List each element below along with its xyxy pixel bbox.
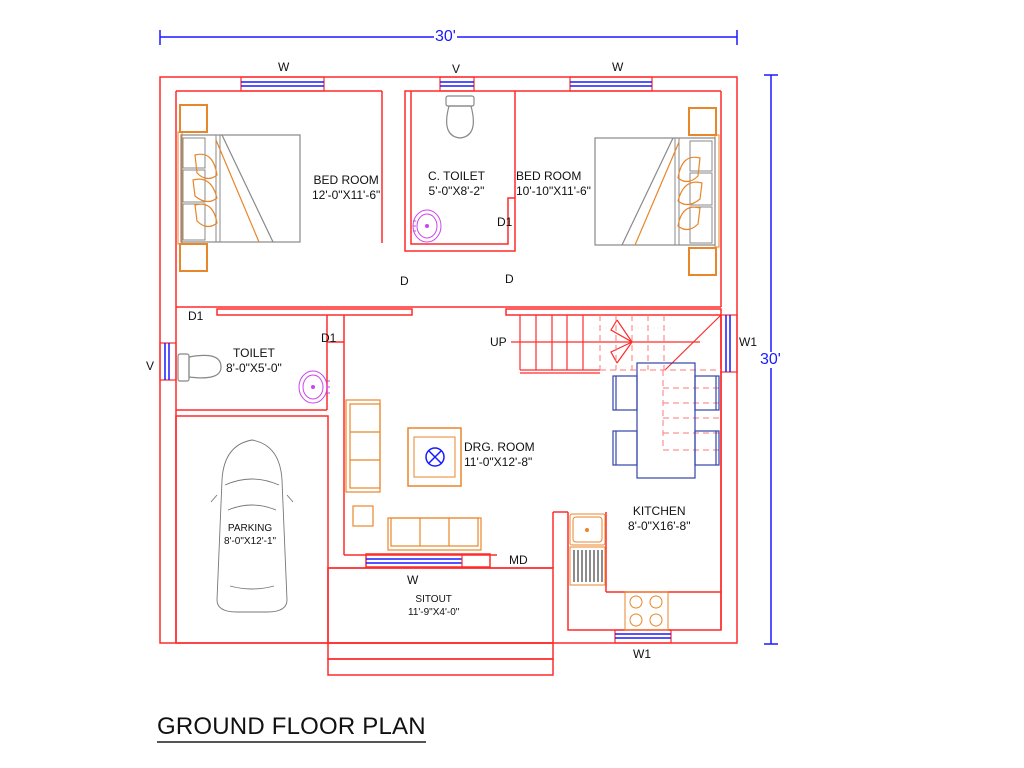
room-name: TOILET — [233, 346, 275, 360]
window-label-top-right: W — [612, 60, 624, 74]
room-label-bedroom-1: BED ROOM 12'-0"X11'-6" — [312, 173, 380, 203]
top-dimension-label: 30' — [434, 28, 457, 45]
walls — [159, 76, 738, 676]
room-name: KITCHEN — [632, 504, 686, 518]
sofa-side — [345, 399, 381, 493]
room-label-c-toilet: C. TOILET 5'-0"X8'-2" — [428, 169, 485, 199]
basin-toilet — [298, 370, 330, 404]
vent-label-left: V — [146, 359, 155, 373]
window-label-top-left: W — [278, 60, 290, 74]
room-label-sitout: SITOUT 11'-9"X4'-0" — [408, 593, 459, 619]
room-name: C. TOILET — [428, 169, 485, 183]
room-name: BED ROOM — [313, 173, 379, 187]
room-label-toilet: TOILET 8'-0"X5'-0" — [226, 346, 282, 376]
wc-toilet — [177, 353, 222, 382]
wc-c-toilet — [445, 95, 475, 139]
room-name: SITOUT — [415, 594, 452, 605]
room-size: 8'-0"X12'-1" — [224, 536, 277, 547]
right-dimension-label: 30' — [759, 351, 782, 368]
room-label-parking: PARKING 8'-0"X12'-1" — [224, 522, 276, 548]
stove — [624, 591, 669, 631]
rug-with-fan — [407, 427, 462, 487]
main-door-label: MD — [509, 553, 528, 567]
door-label-toilet-side: D1 — [321, 331, 337, 345]
car — [210, 439, 294, 613]
dining-table — [612, 362, 720, 479]
vent-label-top: V — [452, 62, 461, 76]
window-label-right: W1 — [739, 335, 757, 349]
door-label-bed2: D — [505, 272, 514, 286]
room-label-kitchen: KITCHEN 8'-0"X16'-8" — [628, 504, 690, 534]
room-name: DRG. ROOM — [464, 440, 535, 454]
window-label-drawing: W — [407, 573, 419, 587]
plan-title: GROUND FLOOR PLAN — [157, 713, 426, 743]
side-table — [352, 505, 374, 527]
room-name: PARKING — [227, 523, 273, 534]
room-name: BED ROOM — [516, 169, 582, 183]
room-label-drawing-room: DRG. ROOM 11'-0"X12'-8" — [464, 440, 535, 470]
room-size: 8'-0"X16'-8" — [628, 519, 691, 533]
stairs-up-label: UP — [490, 335, 507, 349]
room-size: 5'-0"X8'-2" — [428, 184, 485, 198]
room-size: 11'-9"X4'-0" — [408, 607, 460, 618]
staircase — [511, 314, 722, 451]
kitchen-drainboard — [569, 546, 606, 586]
room-label-bedroom-2: BED ROOM 10'-10"X11'-6" — [516, 169, 591, 199]
room-size: 12'-0"X11'-6" — [312, 188, 381, 202]
door-label-toilet-top: D1 — [188, 309, 204, 323]
room-size: 10'-10"X11'-6" — [516, 184, 591, 198]
door-label-bed1: D — [400, 274, 409, 288]
bed-2 — [594, 107, 720, 276]
kitchen-sink — [569, 513, 606, 546]
basin-c-toilet — [412, 209, 442, 243]
room-size: 8'-0"X5'-0" — [226, 361, 282, 375]
sofa-front — [387, 517, 482, 551]
window-label-kitchen: W1 — [633, 647, 651, 661]
room-size: 11'-0"X12'-8" — [464, 455, 533, 469]
door-label-ctoilet: D1 — [497, 215, 513, 229]
bed-1 — [177, 104, 301, 272]
